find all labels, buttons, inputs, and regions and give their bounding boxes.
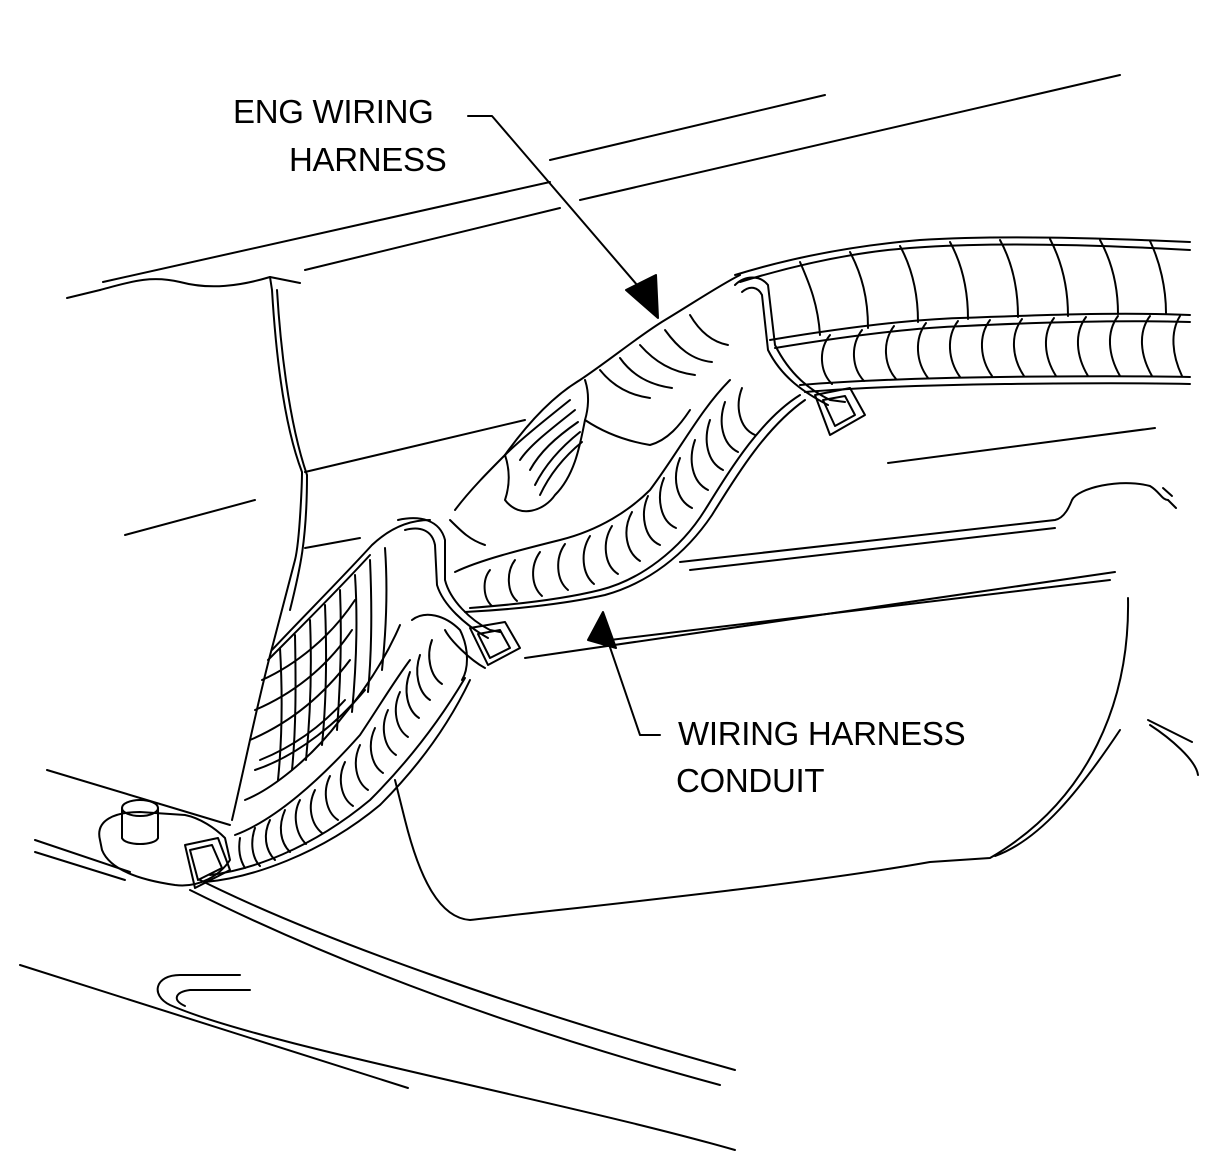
lower-clip bbox=[185, 838, 230, 888]
wiring-harness-conduit bbox=[455, 380, 805, 612]
engine-harness-bundle-upper bbox=[450, 275, 740, 545]
conduit-label-line2: CONDUIT bbox=[676, 762, 825, 799]
eng-harness-leader bbox=[468, 116, 658, 318]
middle-clip bbox=[398, 518, 520, 668]
lower-conduit bbox=[205, 615, 470, 882]
conduit-leader bbox=[588, 612, 660, 735]
conduit-label-line1: WIRING HARNESS bbox=[678, 715, 966, 752]
engine-harness-bundle-lower bbox=[245, 520, 430, 800]
engine-compartment-background bbox=[20, 75, 1198, 1150]
right-harness-run bbox=[735, 237, 1190, 392]
eng-harness-label-line2: HARNESS bbox=[289, 141, 447, 178]
upper-clip bbox=[735, 278, 865, 436]
eng-harness-label-line1: ENG WIRING bbox=[233, 93, 434, 130]
mounting-stud bbox=[99, 800, 230, 885]
